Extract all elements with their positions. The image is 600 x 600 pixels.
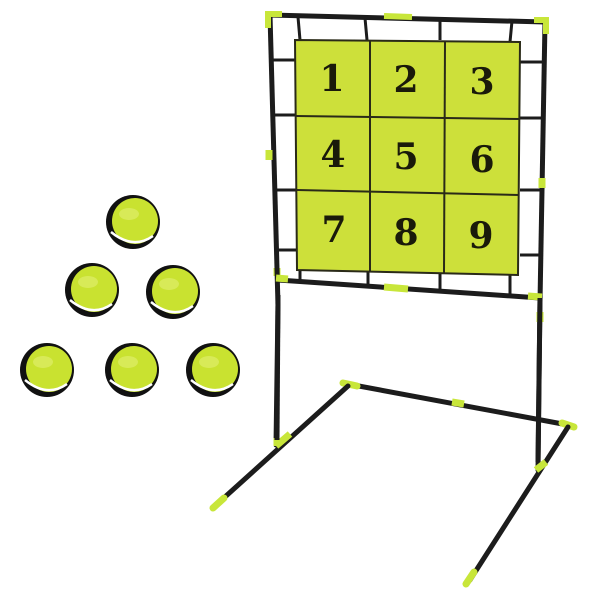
tennis-balls [20, 195, 240, 397]
stand-legs [274, 294, 543, 463]
target-number-1: 1 [319, 58, 344, 100]
target-number-8: 8 [393, 212, 418, 254]
tennis-ball-icon [65, 263, 119, 317]
target-number-7: 7 [321, 209, 346, 251]
target-number-4: 4 [320, 134, 345, 176]
tennis-ball-icon [105, 343, 159, 397]
target-net-icon: 1 2 3 4 5 6 7 8 9 [293, 38, 522, 277]
target-number-3: 3 [469, 61, 494, 103]
tennis-ball-icon [146, 265, 200, 319]
target-number-6: 6 [469, 139, 494, 181]
target-number-2: 2 [393, 59, 418, 101]
target-frame [265, 11, 549, 306]
tennis-ball-icon [20, 343, 74, 397]
target-number-5: 5 [393, 136, 418, 178]
tennis-ball-icon [186, 343, 240, 397]
target-number-9: 9 [468, 215, 493, 257]
frame-stand-icon [209, 268, 578, 588]
tennis-ball-icon [106, 195, 160, 249]
